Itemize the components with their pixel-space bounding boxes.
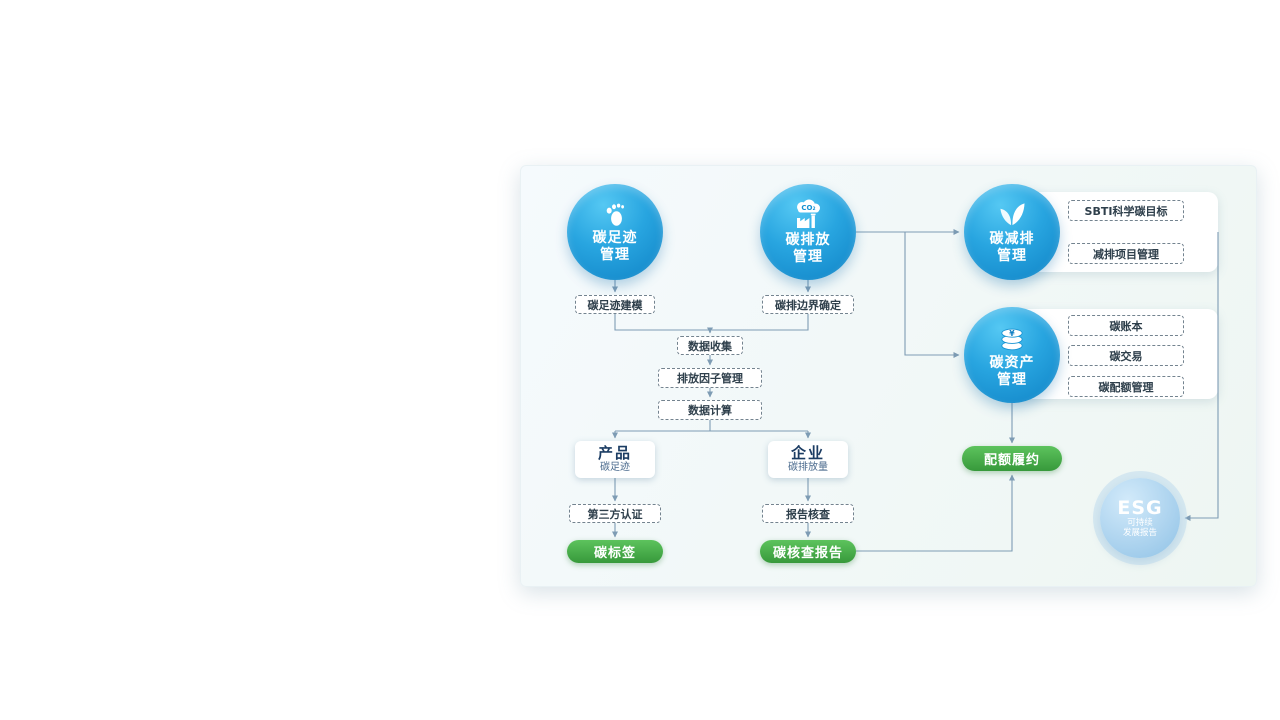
hub-carbon-asset: ¥ 碳资产 管理 — [964, 307, 1060, 403]
hub-label-line: 管理 — [997, 371, 1027, 388]
asset-panel-item: 碳配额管理 — [1068, 376, 1184, 397]
step-data-collection: 数据收集 — [677, 336, 743, 355]
hub-carbon-footprint: 碳足迹 管理 — [567, 184, 663, 280]
pill-carbon-label: 碳标签 — [567, 540, 663, 563]
step-emission-factor-management: 排放因子管理 — [658, 368, 762, 388]
step-report-verification: 报告核查 — [762, 504, 854, 523]
step-footprint-modeling: 碳足迹建模 — [575, 295, 655, 314]
step-data-calculation: 数据计算 — [658, 400, 762, 420]
esg-subtitle: 可持续 — [1127, 518, 1153, 528]
co2-cloud-factory-icon: CO₂ — [790, 199, 826, 229]
result-subtitle: 碳足迹 — [600, 462, 630, 473]
result-subtitle: 碳排放量 — [788, 462, 828, 473]
esg-node: ESG 可持续 发展报告 — [1100, 478, 1180, 558]
pill-verification-report: 碳核查报告 — [760, 540, 856, 563]
hub-label-line: 碳减排 — [989, 230, 1035, 247]
result-title: 企业 — [790, 444, 825, 462]
reduction-panel-item: SBTI科学碳目标 — [1068, 200, 1184, 221]
leaf-icon — [997, 201, 1027, 228]
step-boundary-definition: 碳排边界确定 — [762, 295, 854, 314]
esg-subtitle: 发展报告 — [1122, 528, 1157, 538]
hub-label-line: 碳足迹 — [592, 230, 638, 246]
result-title: 产品 — [597, 444, 632, 462]
asset-panel-item: 碳账本 — [1068, 315, 1184, 336]
result-enterprise-emissions: 企业 碳排放量 — [768, 441, 848, 478]
hub-label-line: 管理 — [997, 247, 1027, 264]
hub-label-line: 碳资产 — [989, 354, 1035, 371]
yuan-symbol: ¥ — [1009, 328, 1015, 337]
hub-carbon-emission: CO₂ 碳排放 管理 — [760, 184, 856, 280]
pill-quota-compliance: 配额履约 — [962, 446, 1062, 471]
hub-label-line: 管理 — [793, 249, 823, 265]
hub-carbon-reduction: 碳减排 管理 — [964, 184, 1060, 280]
step-third-party-certification: 第三方认证 — [569, 504, 661, 523]
coins-icon: ¥ — [996, 323, 1028, 352]
co2-text: CO₂ — [801, 204, 815, 212]
hub-label-line: 管理 — [600, 247, 630, 263]
reduction-panel-item: 减排项目管理 — [1068, 243, 1184, 264]
hub-label-line: 碳排放 — [785, 232, 831, 248]
esg-title: ESG — [1117, 497, 1163, 519]
footprint-icon — [603, 201, 628, 227]
result-product-footprint: 产品 碳足迹 — [575, 441, 655, 478]
asset-panel-item: 碳交易 — [1068, 345, 1184, 366]
